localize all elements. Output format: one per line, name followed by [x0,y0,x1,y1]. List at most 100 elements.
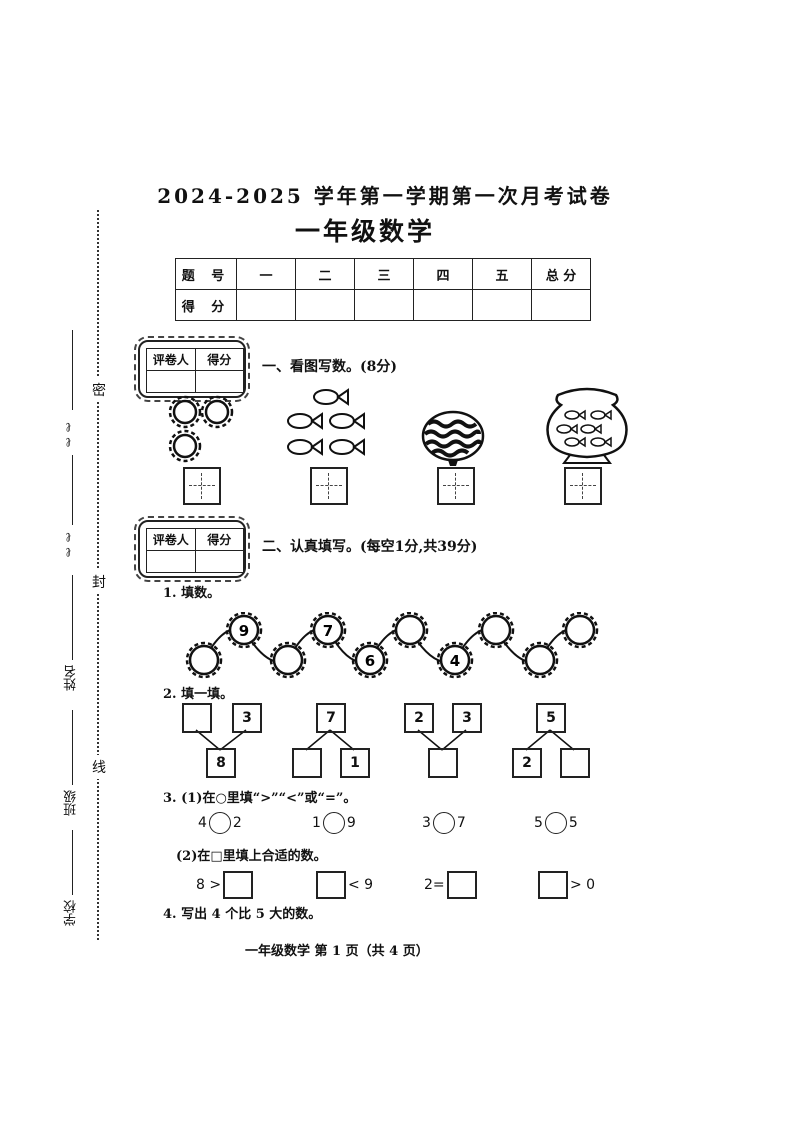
bead-number: 9 [239,622,249,640]
grader-box: 评卷人得分 [134,336,250,402]
score-cell[interactable] [236,289,296,321]
fish-icon [329,438,365,456]
score-row-label: 得 分 [175,289,237,321]
grader-col1: 评卷人 [146,348,196,371]
split-box: 3 [232,703,262,733]
fill-item: < 9 [314,871,373,899]
side-label-school: 学校 [64,900,79,926]
score-value-row: 得 分 [175,289,591,321]
bead [185,641,223,679]
score-header-cell: 五 [472,258,532,290]
bead [225,612,263,649]
compare-circle[interactable] [208,812,231,834]
grader-table: 评卷人得分 [146,348,244,393]
grader-cell[interactable] [146,550,196,573]
fish-icon [590,409,612,421]
bead [269,641,307,679]
flower-icon [172,399,198,425]
section1-heading: 一、看图写数。(8分) [262,359,397,375]
exam-subtitle: 一年级数学 [294,217,435,246]
score-cell[interactable] [531,289,591,321]
score-header-cell: 三 [354,258,414,290]
bead [309,612,347,649]
compare-left: 4 [198,815,207,831]
side-blank-line [72,575,73,660]
compare-circle[interactable] [432,812,455,834]
bead-chain: 9 7 6 4 [185,612,599,679]
section2-heading: 二、认真填写。(每空1分,共39分) [262,539,478,555]
grader-cell[interactable] [146,370,196,393]
bead [521,641,559,679]
split-box: 3 [452,703,482,733]
answer-grid-box[interactable] [437,467,475,505]
fill-item: 2= [424,871,479,899]
bead-number: 4 [450,652,460,670]
grader-table: 评卷人得分 [146,528,244,573]
score-cell[interactable] [472,289,532,321]
grader-col2: 得分 [194,348,244,371]
score-cell[interactable] [354,289,414,321]
q1-label: 1. 填数。 [163,586,221,601]
compare-circle[interactable] [322,812,345,834]
score-header-cell: 二 [295,258,355,290]
split-box: 7 [316,703,346,733]
bead [351,641,389,679]
score-cell[interactable] [295,289,355,321]
q4-label: 4. 写出 4 个比 5 大的数。 [163,907,322,922]
answer-grid-box[interactable] [564,467,602,505]
fill-before: 2= [424,877,445,893]
bead-number: 7 [323,622,333,640]
side-label-name: 姓名 [64,665,79,691]
grader-box: 评卷人得分 [134,516,250,582]
fill-box[interactable] [223,871,254,899]
compare-circle[interactable] [544,812,567,834]
flower-icon [172,433,198,459]
score-table: 题 号 一 二 三 四 五 总 分 得 分 [175,258,591,321]
compare-left: 5 [534,815,543,831]
split-box: 2 [404,703,434,733]
compare-left: 3 [422,815,431,831]
fish-icon [580,423,602,435]
split-box[interactable] [182,703,212,733]
grader-col1: 评卷人 [146,528,196,551]
bead [561,612,599,649]
q2-label: 2. 填一填。 [163,687,234,702]
grader-cell[interactable] [194,370,244,393]
compare-right: 9 [346,815,356,831]
split-box[interactable] [560,748,590,778]
seal-char-xian: 线 [92,755,106,779]
fish-icon [556,423,578,435]
seal-char-feng: 封 [92,570,106,594]
fish-icon [329,412,365,430]
grader-cell[interactable] [194,550,244,573]
score-cell[interactable] [413,289,473,321]
answer-grid-box[interactable] [183,467,221,505]
compare-right: 5 [568,815,578,831]
fill-box[interactable] [316,871,346,899]
split-box: 1 [340,748,370,778]
fish-icon [287,412,323,430]
fill-box[interactable] [538,871,568,899]
side-label-class: 班级 [64,790,79,816]
split-box: 8 [206,748,236,778]
grader-border-decoration [134,516,250,582]
split-box[interactable] [292,748,322,778]
compare-right: 7 [456,815,466,831]
side-mark: ℓℓ [62,530,77,560]
fill-item: > 0 [536,871,595,899]
side-mark: ℓℓ [62,420,77,450]
side-blank-line [72,710,73,785]
answer-grid-box[interactable] [310,467,348,505]
split-box[interactable] [428,748,458,778]
fish-picture [287,388,365,456]
fish-icon [590,436,612,448]
fish-icon [287,438,323,456]
flower-icon [204,399,230,425]
split-box: 5 [536,703,566,733]
fill-box[interactable] [446,871,477,899]
side-blank-line [72,830,73,895]
